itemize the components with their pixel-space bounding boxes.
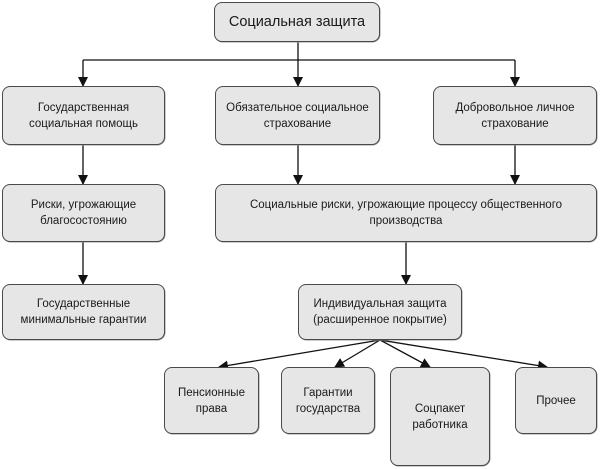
node-social-protection: Социальная защита xyxy=(214,2,380,42)
node-welfare-risks: Риски, угрожающие благосостоянию xyxy=(2,184,165,242)
arrow-individual-to-pension xyxy=(218,339,381,371)
node-label: Прочее xyxy=(536,394,576,407)
node-label: Пенсионные права xyxy=(178,386,245,415)
node-state-social-assistance: Государственная социальная помощь xyxy=(2,86,165,145)
node-label: Добровольное личное страхование xyxy=(455,101,575,130)
node-mandatory-social-insurance: Обязательное социальное страхование xyxy=(215,86,380,145)
node-voluntary-personal-insurance: Добровольное личное страхование xyxy=(433,86,597,145)
node-social-production-risks: Социальные риски, угрожающие процессу об… xyxy=(215,184,597,242)
arrow-individual-to-other xyxy=(379,339,548,371)
node-label: Государственные минимальные гарантии xyxy=(20,298,147,326)
arrow-individual-to-employee-package xyxy=(379,339,431,368)
node-label: Обязательное социальное страхование xyxy=(226,101,369,130)
node-label: Социальные риски, угрожающие процессу об… xyxy=(249,199,563,227)
node-state-minimal-guarantees: Государственные минимальные гарантии xyxy=(2,284,165,340)
node-label: Соцпакет работника xyxy=(412,402,468,431)
node-label: Риски, угрожающие благосостоянию xyxy=(30,199,137,227)
node-pension-rights: Пенсионные права xyxy=(164,367,259,434)
node-employee-social-package: Соцпакет работника xyxy=(390,367,490,466)
node-label: Государственная социальная помощь xyxy=(29,101,138,130)
node-state-guarantees: Гарантии государства xyxy=(281,367,375,434)
node-label: Социальная защита xyxy=(228,14,366,30)
arrow-individual-to-state-guarantees xyxy=(334,339,381,368)
node-individual-protection: Индивидуальная защита (расширенное покры… xyxy=(298,284,462,340)
node-label: Гарантии государства xyxy=(295,386,361,415)
node-other: Прочее xyxy=(515,367,597,434)
node-label: Индивидуальная защита (расширенное покры… xyxy=(313,298,447,326)
